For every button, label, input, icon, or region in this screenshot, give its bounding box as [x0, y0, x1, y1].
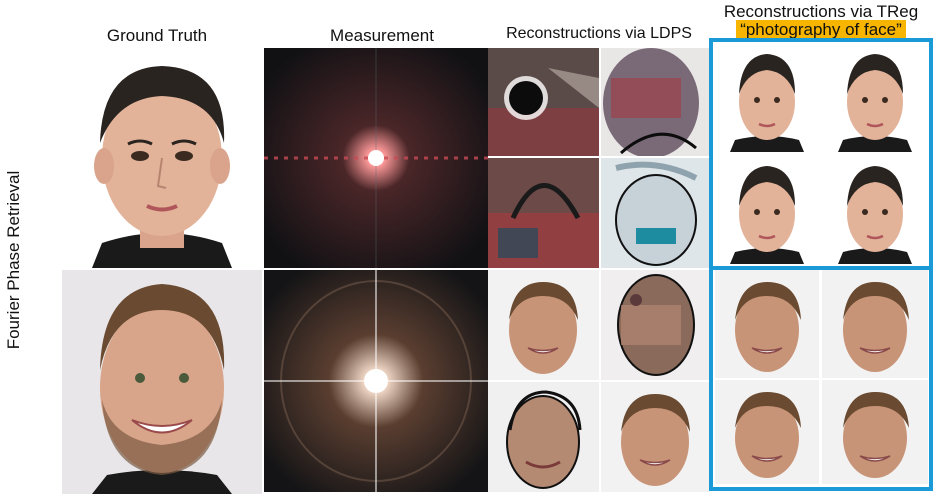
treg-prompt-label: “photography of face”	[709, 20, 933, 40]
ground-truth-header: Ground Truth	[106, 26, 208, 45]
side-label: Fourier Phase Retrieval	[4, 170, 23, 350]
ldps-reconstruction-3	[488, 158, 599, 268]
measurement-header: Measurement	[330, 26, 434, 45]
measurement-image-2	[264, 270, 488, 492]
treg-reconstruction-4	[822, 156, 928, 264]
row-label-container: Fourier Phase Retrieval	[2, 160, 26, 360]
ldps-header: Reconstructions via LDPS	[506, 25, 692, 42]
ldps-reconstruction-8	[601, 382, 709, 492]
ldps-reconstruction-1	[488, 48, 599, 156]
ground-truth-image-2	[62, 270, 262, 494]
ldps-reconstruction-7	[488, 382, 599, 492]
treg-header: Reconstructions via TReg	[723, 2, 919, 21]
ldps-reconstruction-4	[601, 158, 709, 268]
treg-reconstruction-8	[822, 380, 928, 484]
prompt-highlight: “photography of face”	[736, 20, 906, 39]
ldps-reconstruction-6	[601, 270, 709, 380]
ldps-reconstruction-2	[601, 48, 709, 156]
ground-truth-image-1	[62, 48, 262, 268]
treg-reconstruction-1	[715, 44, 819, 152]
treg-reconstruction-6	[822, 270, 928, 378]
ldps-reconstruction-5	[488, 270, 599, 380]
treg-reconstruction-3	[715, 156, 819, 264]
treg-reconstruction-5	[715, 270, 819, 378]
measurement-image-1	[264, 48, 488, 268]
treg-reconstruction-7	[715, 380, 819, 484]
treg-reconstruction-2	[822, 44, 928, 152]
